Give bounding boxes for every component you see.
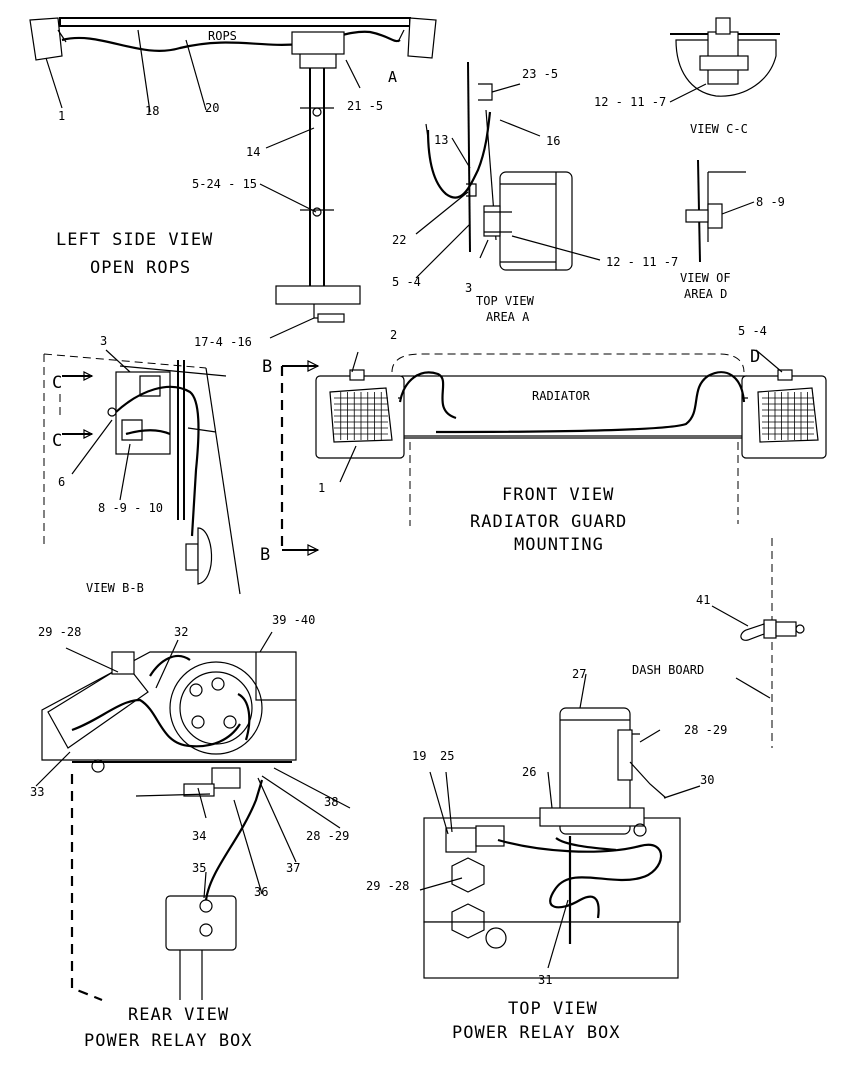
rear-view-title: REAR VIEW <box>128 1005 229 1025</box>
top-view-relay-title: TOP VIEW <box>508 999 598 1019</box>
top-view-power-relay-box: 27 28 -29 19 25 26 30 29 -28 31 TOP VIEW… <box>366 667 727 1043</box>
callout-39-40: 39 -40 <box>272 613 315 627</box>
section-marker-b-upper: B <box>262 357 273 377</box>
view-area-d-subtitle: AREA D <box>684 287 727 301</box>
view-b-b-title: VIEW B-B <box>86 581 144 595</box>
view-b-b: 3 6 8 -9 - 10 C C VIEW B-B <box>43 334 241 595</box>
rear-view-subtitle: POWER RELAY BOX <box>84 1031 253 1051</box>
callout-22: 22 <box>392 233 406 247</box>
callout-29-28-b: 29 -28 <box>366 879 409 893</box>
callout-35: 35 <box>192 861 206 875</box>
right-lamp-grille <box>762 392 814 440</box>
view-c-c: 12 - 11 -7 VIEW C-C <box>594 17 780 136</box>
callout-5-24-15: 5-24 - 15 <box>192 177 257 191</box>
callout-28-29-a: 28 -29 <box>306 829 349 843</box>
left-side-view-subtitle: OPEN ROPS <box>90 258 191 278</box>
callout-34: 34 <box>192 829 206 843</box>
callout-26: 26 <box>522 765 536 779</box>
callout-32: 32 <box>174 625 188 639</box>
callout-41: 41 <box>696 593 710 607</box>
front-view-subtitle: RADIATOR GUARD <box>470 512 627 532</box>
view-of-area-d: 8 -9 VIEW OF AREA D <box>680 159 785 301</box>
view-marker-a: A <box>388 68 397 86</box>
rear-view-power-relay-box: 29 -28 32 39 -40 33 34 38 28 -29 37 35 3… <box>30 613 351 1051</box>
callout-8-9-10: 8 -9 - 10 <box>98 501 163 515</box>
top-view-relay-subtitle: POWER RELAY BOX <box>452 1023 621 1043</box>
left-lamp-grille <box>334 392 388 440</box>
top-view-a-title: TOP VIEW <box>476 294 535 308</box>
left-side-view-title: LEFT SIDE VIEW <box>56 230 213 250</box>
section-marker-c-lower: C <box>52 431 63 451</box>
callout-3-a: 3 <box>465 281 472 295</box>
callout-25: 25 <box>440 749 454 763</box>
callout-1: 1 <box>58 109 65 123</box>
callout-19: 19 <box>412 749 426 763</box>
callout-12-11-7-b: 12 - 11 -7 <box>594 95 666 109</box>
view-c-c-title: VIEW C-C <box>690 122 748 136</box>
callout-33: 33 <box>30 785 44 799</box>
view-marker-d: D <box>750 347 761 367</box>
callout-16: 16 <box>546 134 560 148</box>
callout-14: 14 <box>246 145 260 159</box>
callout-12-11-7-a: 12 - 11 -7 <box>606 255 678 269</box>
callout-29-28-a: 29 -28 <box>38 625 81 639</box>
callout-30: 30 <box>700 773 714 787</box>
callout-36: 36 <box>254 885 268 899</box>
front-view-radiator-guard: B B 2 5 -4 D 1 RADIATOR FRONT VIEW RADIA… <box>260 324 827 565</box>
callout-3-b: 3 <box>100 334 107 348</box>
callout-2: 2 <box>390 328 397 342</box>
callout-5-4-b: 5 -4 <box>738 324 767 338</box>
callout-6: 6 <box>58 475 65 489</box>
callout-23-5: 23 -5 <box>522 67 558 81</box>
callout-27: 27 <box>572 667 586 681</box>
callout-17-4-16: 17-4 -16 <box>194 335 252 349</box>
callout-28-29-b: 28 -29 <box>684 723 727 737</box>
top-view-area-a: 23 -5 16 13 22 5 -4 3 12 - 11 -7 TOP VIE… <box>392 61 678 324</box>
dash-board-detail: 41 DASH BOARD <box>632 538 805 748</box>
left-side-view: 1 18 20 21 -5 14 5-24 - 15 17-4 -16 ROPS… <box>29 17 437 349</box>
radiator-label: RADIATOR <box>532 389 591 403</box>
callout-13: 13 <box>434 133 448 147</box>
top-view-a-subtitle: AREA A <box>486 310 530 324</box>
callout-5-4-a: 5 -4 <box>392 275 421 289</box>
callout-18: 18 <box>145 104 159 118</box>
rops-label: ROPS <box>208 29 237 43</box>
section-marker-c-upper: C <box>52 373 63 393</box>
front-view-title: FRONT VIEW <box>502 485 614 505</box>
callout-21-5: 21 -5 <box>347 99 383 113</box>
callout-37: 37 <box>286 861 300 875</box>
callout-20: 20 <box>205 101 219 115</box>
callout-1-front: 1 <box>318 481 325 495</box>
view-area-d-title: VIEW OF <box>680 271 731 285</box>
callout-38: 38 <box>324 795 338 809</box>
dash-board-label: DASH BOARD <box>632 663 704 677</box>
section-marker-b-lower: B <box>260 545 271 565</box>
front-view-subtitle-2: MOUNTING <box>514 535 604 555</box>
callout-8-9: 8 -9 <box>756 195 785 209</box>
callout-31: 31 <box>538 973 552 987</box>
